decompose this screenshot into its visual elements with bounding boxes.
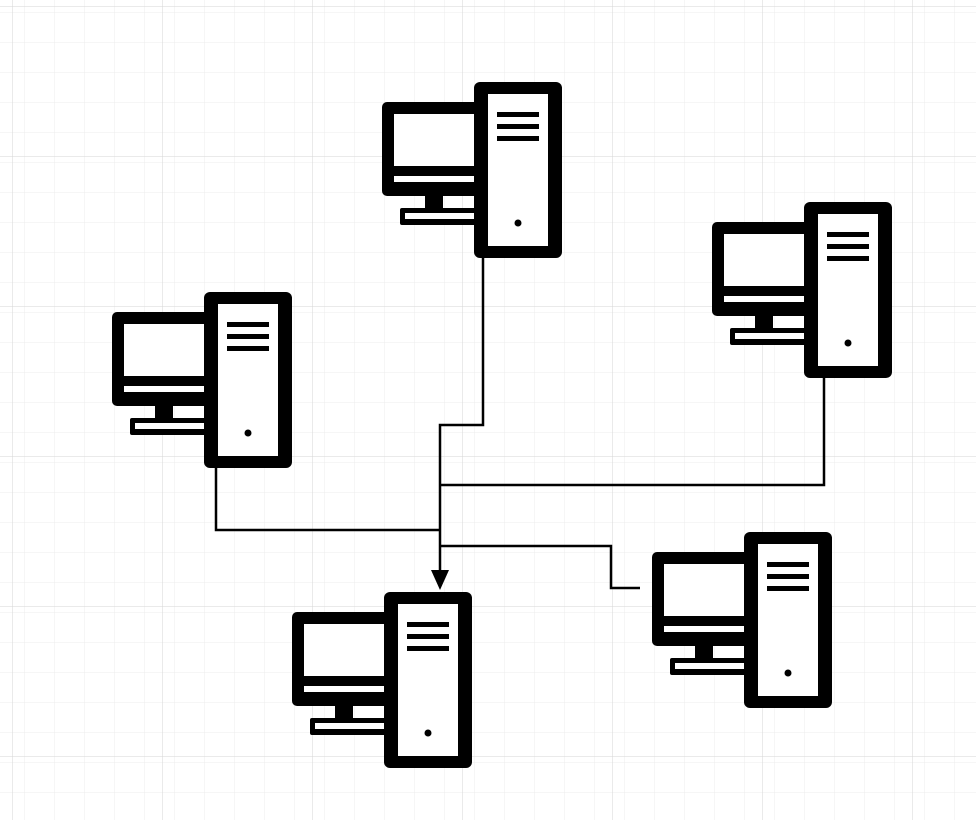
arrowhead bbox=[431, 570, 449, 590]
connector-top-to-bottom bbox=[438, 258, 485, 572]
connector-bottomright-to-bottom bbox=[440, 544, 640, 590]
connector-left-to-bottom bbox=[214, 466, 440, 532]
connector-right-to-bottom bbox=[440, 378, 826, 487]
connector-group bbox=[214, 258, 826, 590]
